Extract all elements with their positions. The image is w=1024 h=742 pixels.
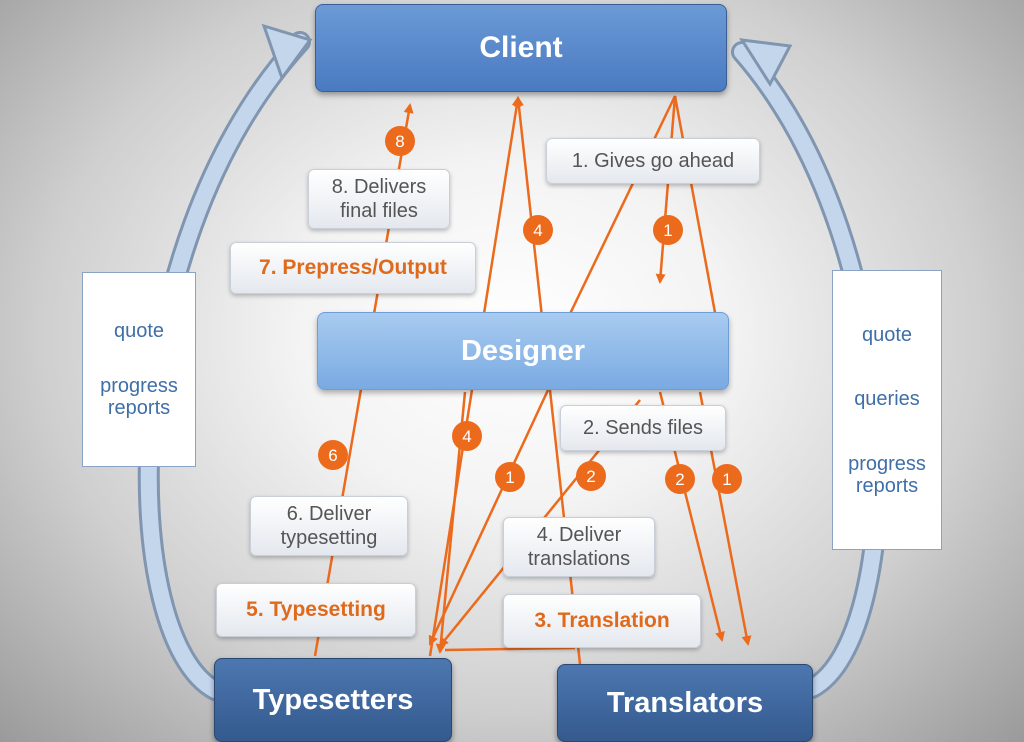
- step-badge-2-right: 2: [665, 464, 695, 494]
- step-badge-4-left: 4: [452, 421, 482, 451]
- label-deliver-translations: 4. Deliver translations: [503, 517, 655, 577]
- step-badge-1-mid: 1: [495, 462, 525, 492]
- label-typesetting: 5. Typesetting: [216, 583, 416, 637]
- arrow-translators-to-typesetters: [444, 646, 576, 652]
- arrow-client-to-designer: [566, 95, 677, 319]
- right-communication-panel: quote queries progress reports: [832, 270, 942, 550]
- typesetters-node[interactable]: Typesetters: [214, 658, 452, 742]
- arrow-client-go-ahead: [655, 95, 677, 284]
- label-translation: 3. Translation: [503, 594, 701, 648]
- step-badge-1-right: 1: [712, 464, 742, 494]
- right-panel-queries: queries: [854, 388, 920, 410]
- label-sends-files: 2. Sends files: [560, 405, 726, 451]
- right-panel-progress-reports: progress reports: [848, 452, 926, 497]
- client-node[interactable]: Client: [315, 4, 727, 92]
- step-badge-8: 8: [385, 126, 415, 156]
- right-panel-quote: quote: [861, 323, 913, 346]
- step-badge-1-top: 1: [653, 215, 683, 245]
- arrow-client-to-designer-right: [673, 95, 718, 319]
- left-communication-panel: quote progress reports: [82, 272, 196, 467]
- label-deliver-typesetting: 6. Deliver typesetting: [250, 496, 408, 556]
- translators-node[interactable]: Translators: [557, 664, 813, 742]
- label-gives-go-ahead: 1. Gives go ahead: [546, 138, 760, 184]
- step-badge-6: 6: [318, 440, 348, 470]
- label-delivers-final-files: 8. Delivers final files: [308, 169, 450, 229]
- left-panel-progress-reports: progress reports: [100, 375, 178, 419]
- designer-node[interactable]: Designer: [317, 312, 729, 390]
- step-badge-4-top: 4: [523, 215, 553, 245]
- left-panel-quote: quote: [113, 320, 165, 342]
- label-prepress-output: 7. Prepress/Output: [230, 242, 476, 294]
- step-badge-2-mid: 2: [576, 461, 606, 491]
- arrow-designer-to-typesetters-1: [428, 389, 550, 646]
